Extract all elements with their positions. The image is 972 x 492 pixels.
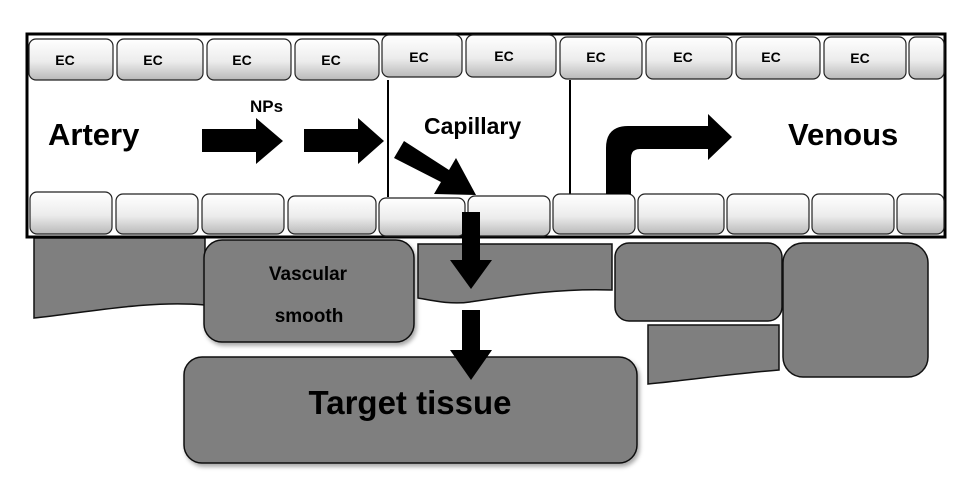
endothelial-cell: EC bbox=[381, 34, 463, 78]
tissue-block-venous-upper bbox=[614, 242, 783, 322]
tissue-layer bbox=[33, 237, 929, 464]
endothelial-cell: EC bbox=[465, 34, 557, 78]
ec-label: EC bbox=[761, 49, 780, 65]
bottom-endothelial-row bbox=[29, 191, 945, 237]
endothelial-cell bbox=[811, 193, 895, 235]
tissue-block-right bbox=[782, 242, 929, 378]
endothelial-cell bbox=[29, 191, 113, 235]
endothelial-cell bbox=[201, 193, 285, 235]
target-tissue-label: Target tissue bbox=[309, 384, 512, 421]
target-tissue-block bbox=[183, 356, 638, 464]
endothelial-cell bbox=[726, 193, 810, 235]
tissue-block-capillary bbox=[417, 243, 613, 304]
endothelial-cell: EC bbox=[645, 36, 733, 80]
capillary-diagonal-arrow bbox=[394, 141, 476, 195]
endothelial-cell: EC bbox=[28, 38, 114, 81]
endothelial-cell: EC bbox=[559, 36, 643, 80]
endothelial-cell bbox=[896, 193, 945, 235]
endothelial-cell bbox=[378, 197, 466, 237]
endothelial-cell: EC bbox=[116, 38, 204, 81]
venous-label: Venous bbox=[788, 117, 898, 152]
ec-label: EC bbox=[850, 50, 869, 66]
ec-label: EC bbox=[586, 49, 605, 65]
vascular-smooth-cell bbox=[203, 239, 415, 343]
ec-label: EC bbox=[673, 49, 692, 65]
ec-label: EC bbox=[494, 48, 513, 64]
ec-label: EC bbox=[232, 52, 251, 68]
ec-label: EC bbox=[143, 52, 162, 68]
endothelial-cell: EC bbox=[823, 36, 907, 80]
ec-label: EC bbox=[55, 52, 74, 68]
endothelial-cell bbox=[115, 193, 199, 235]
ec-label: EC bbox=[321, 52, 340, 68]
nps-label: NPs bbox=[250, 97, 283, 116]
tissue-block-venous-lower bbox=[647, 324, 780, 385]
venous-bent-arrow bbox=[606, 114, 732, 194]
endothelial-cell bbox=[908, 36, 945, 80]
arrows bbox=[202, 114, 732, 380]
endothelial-cell: EC bbox=[294, 38, 380, 81]
endothelial-cell bbox=[637, 193, 725, 235]
endothelial-cell bbox=[467, 195, 551, 237]
endothelial-cell: EC bbox=[735, 36, 821, 80]
capillary-label: Capillary bbox=[424, 113, 521, 139]
np-arrow-1 bbox=[202, 118, 283, 164]
np-arrow-2 bbox=[304, 118, 384, 164]
top-endothelial-row: EC EC EC EC EC EC EC EC bbox=[28, 34, 945, 81]
vascular-smooth-label-line2: smooth bbox=[275, 306, 344, 327]
down-arrow-upper bbox=[450, 212, 492, 289]
artery-label: Artery bbox=[48, 117, 140, 152]
vascular-smooth-label-line1: Vascular bbox=[269, 264, 348, 285]
endothelial-cell bbox=[287, 195, 377, 235]
down-arrow-lower bbox=[450, 310, 492, 380]
ec-label: EC bbox=[409, 49, 428, 65]
endothelial-cell bbox=[552, 193, 636, 235]
endothelial-cell: EC bbox=[206, 38, 292, 81]
tissue-block-left bbox=[33, 237, 206, 319]
